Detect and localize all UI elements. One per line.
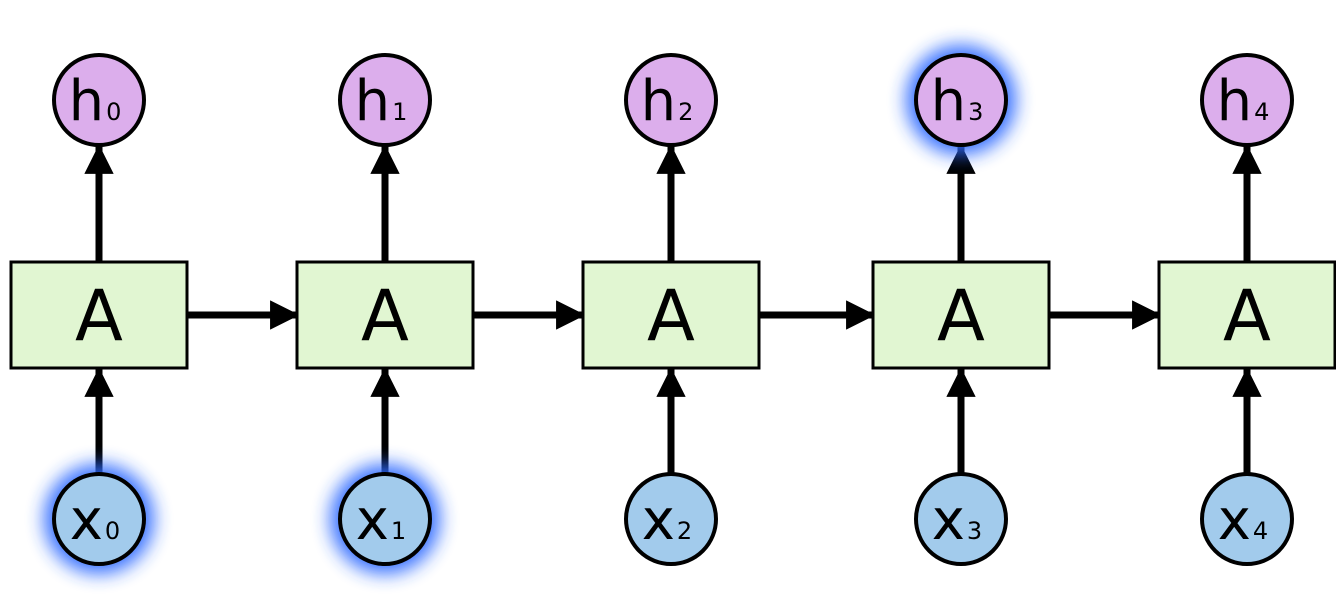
input-node-2: x2 [624, 472, 718, 566]
rnn-cell-box-4 [1157, 260, 1336, 370]
input-node-2-circle [624, 472, 718, 566]
output-node-3-label: h3 [931, 69, 984, 134]
output-node-1-symbol: h [355, 69, 391, 134]
rnn-cell-label-2: A [647, 275, 695, 357]
output-node-0: h0 [52, 53, 146, 147]
output-node-4-symbol: h [1217, 69, 1253, 134]
output-node-1-subscript: 1 [392, 98, 407, 126]
input-node-3: x3 [914, 472, 1008, 566]
input-node-1-circle [338, 472, 432, 566]
rnn-cell-box-3 [871, 260, 1051, 370]
input-node-4-circle [1200, 472, 1294, 566]
input-node-2-label: x2 [642, 488, 692, 553]
output-node-0-circle [52, 53, 146, 147]
input-node-3-circle [914, 472, 1008, 566]
output-node-2-subscript: 2 [678, 98, 693, 126]
input-node-1-symbol: x [356, 488, 389, 553]
input-node-4-symbol: x [1218, 488, 1251, 553]
rnn-cell-box-0 [9, 260, 189, 370]
input-node-0-circle [52, 472, 146, 566]
rnn-cell-2: A [581, 260, 761, 370]
input-node-3-label: x3 [932, 488, 982, 553]
input-node-0-symbol: x [70, 488, 103, 553]
input-node-4: x4 [1200, 472, 1294, 566]
input-node-2-subscript: 2 [677, 517, 692, 545]
output-node-4-label: h4 [1217, 69, 1270, 134]
input-node-3-subscript: 3 [967, 517, 982, 545]
input-node-0-subscript: 0 [105, 517, 120, 545]
output-node-0-symbol: h [69, 69, 105, 134]
rnn-cell-box-1 [295, 260, 475, 370]
output-node-3: h3 [906, 45, 1016, 155]
output-node-3-subscript: 3 [968, 98, 983, 126]
output-node-4: h4 [1200, 53, 1294, 147]
output-node-3-circle [914, 53, 1008, 147]
rnn-cell-1: A [295, 260, 475, 370]
input-node-1-label: x1 [356, 488, 406, 553]
rnn-cell-label-4: A [1223, 275, 1271, 357]
input-node-1-subscript: 1 [391, 517, 406, 545]
input-node-3-symbol: x [932, 488, 965, 553]
input-node-2-symbol: x [642, 488, 675, 553]
output-node-4-circle [1200, 53, 1294, 147]
rnn-cell-label-3: A [937, 275, 985, 357]
output-node-0-subscript: 0 [106, 98, 121, 126]
output-node-4-subscript: 4 [1254, 98, 1269, 126]
output-node-2-circle [624, 53, 718, 147]
output-node-1-label: h1 [355, 69, 408, 134]
rnn-cell-0: A [9, 260, 189, 370]
output-node-0-label: h0 [69, 69, 122, 134]
rnn-cell-4: A [1157, 260, 1336, 370]
input-node-0-label: x0 [70, 488, 120, 553]
rnn-cell-3: A [871, 260, 1051, 370]
input-node-1: x1 [330, 464, 440, 574]
arrows-layer [84, 144, 1262, 474]
rnn-cell-label-0: A [75, 275, 123, 357]
output-node-1: h1 [338, 53, 432, 147]
output-node-3-symbol: h [931, 69, 967, 134]
output-node-2-label: h2 [641, 69, 694, 134]
output-node-1-circle [338, 53, 432, 147]
input-node-0: x0 [44, 464, 154, 574]
rnn-cell-box-2 [581, 260, 761, 370]
rnn-cell-label-1: A [361, 275, 409, 357]
input-node-4-subscript: 4 [1253, 517, 1268, 545]
output-node-2-symbol: h [641, 69, 677, 134]
input-node-4-label: x4 [1218, 488, 1268, 553]
output-node-2: h2 [624, 53, 718, 147]
